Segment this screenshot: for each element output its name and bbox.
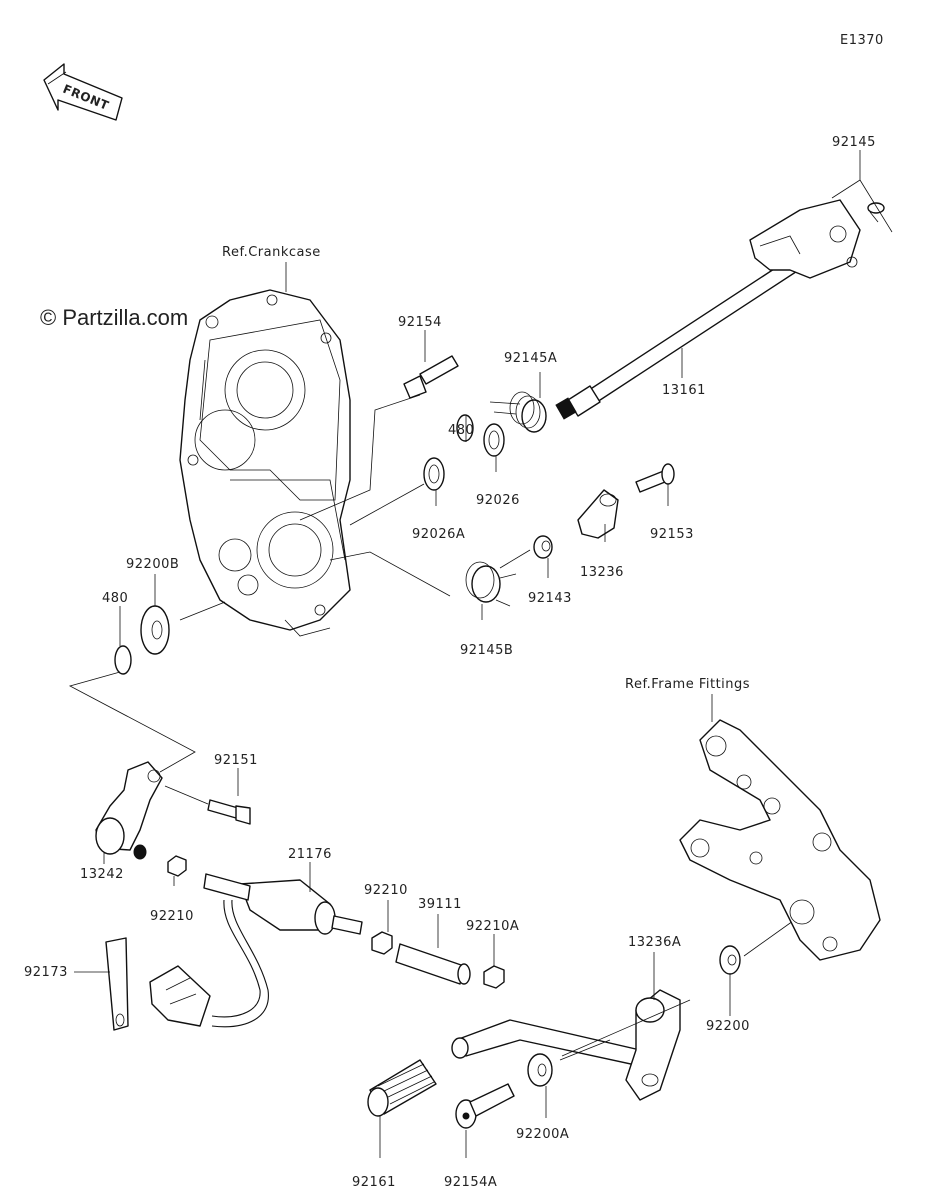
leader-lines	[103, 330, 731, 1158]
bolt-92151	[207, 799, 251, 825]
bolt-92153	[635, 463, 675, 493]
label-92200A: 92200A	[516, 1127, 569, 1142]
label-92026: 92026	[476, 493, 520, 508]
label-39111: 39111	[418, 897, 462, 912]
sensor-21176	[149, 873, 363, 1028]
footpeg-92161	[367, 1059, 437, 1117]
front-arrow-icon: FRONT	[43, 63, 123, 121]
label-92026A: 92026A	[412, 527, 465, 542]
label-92153: 92153	[650, 527, 694, 542]
label-480-lower: 480	[102, 591, 128, 606]
spring-92145A	[489, 391, 547, 433]
frame-fitting-bracket	[679, 719, 881, 961]
diagram-code: E1370	[840, 33, 884, 48]
lever-13236	[577, 489, 619, 539]
circlip-480-upper	[456, 414, 474, 442]
bolt-92154	[403, 355, 459, 399]
nut-92210-left	[167, 855, 187, 877]
ref-crankcase-label: Ref.Crankcase	[222, 245, 321, 260]
label-92151: 92151	[214, 753, 258, 768]
label-92200B: 92200B	[126, 557, 179, 572]
washer-92026A	[423, 457, 445, 491]
washer-92200B	[140, 605, 170, 655]
label-13242: 13242	[80, 867, 124, 882]
lever-13242	[95, 761, 163, 860]
label-92145A: 92145A	[504, 351, 557, 366]
circlip-480-lower	[114, 645, 132, 675]
label-92143: 92143	[528, 591, 572, 606]
label-92145: 92145	[832, 135, 876, 150]
spring-92145	[867, 202, 885, 223]
label-480-upper: 480	[448, 423, 474, 438]
nut-92210A	[483, 965, 505, 989]
label-92161: 92161	[352, 1175, 396, 1190]
washer-92200A	[527, 1053, 553, 1087]
spring-92145B	[465, 561, 517, 607]
clip-92173	[105, 937, 129, 1031]
crankcase-cover	[179, 289, 351, 637]
ref-frame-fittings-label: Ref.Frame Fittings	[625, 677, 750, 692]
label-92173: 92173	[24, 965, 68, 980]
label-92210-mid: 92210	[364, 883, 408, 898]
washer-92200	[719, 945, 741, 975]
label-13161: 13161	[662, 383, 706, 398]
label-13236A: 13236A	[628, 935, 681, 950]
label-92154: 92154	[398, 315, 442, 330]
label-92200: 92200	[706, 1019, 750, 1034]
label-92210-left: 92210	[150, 909, 194, 924]
label-21176: 21176	[288, 847, 332, 862]
label-13236: 13236	[580, 565, 624, 580]
label-92145B: 92145B	[460, 643, 513, 658]
label-92210A: 92210A	[466, 919, 519, 934]
nut-92210-mid	[371, 931, 393, 955]
bolt-92154A	[455, 1083, 515, 1129]
shift-shaft-13161	[555, 199, 861, 420]
washer-92026	[483, 423, 505, 457]
rod-39111	[395, 943, 471, 985]
collar-92143	[533, 535, 553, 559]
label-92154A: 92154A	[444, 1175, 497, 1190]
pedal-13236A	[451, 989, 681, 1101]
watermark: © Partzilla.com	[40, 305, 188, 330]
